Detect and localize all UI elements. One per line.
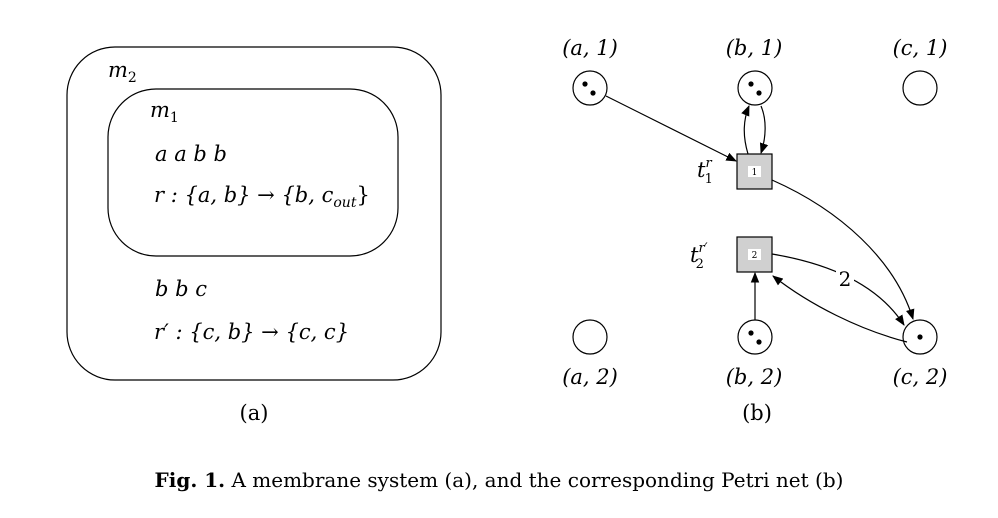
place-a2 — [572, 319, 608, 355]
inner-objects: a a b b — [155, 142, 227, 166]
token — [748, 81, 754, 87]
svg-text:1: 1 — [752, 168, 758, 178]
caption-label: Fig. 1. — [154, 468, 226, 492]
place-b1 — [737, 70, 773, 106]
panel-a-label: (a) — [240, 401, 269, 425]
inner-rule: r : {a, b} → {b, cout} — [154, 183, 370, 211]
arc-weight: 2 — [839, 267, 852, 291]
place-c2 — [902, 319, 938, 355]
arc-t1-c2 — [771, 179, 915, 321]
place-b2 — [737, 319, 773, 355]
token — [748, 330, 754, 336]
outer-membrane-label: m2 — [108, 58, 137, 86]
outer-objects: b b c — [155, 277, 207, 301]
figure-caption: Fig. 1. A membrane system (a), and the c… — [0, 468, 998, 492]
svg-text:2: 2 — [752, 251, 758, 261]
place-label-b2: (b, 2) — [726, 365, 783, 389]
place-c1 — [902, 70, 938, 106]
arc-a1-t1 — [605, 95, 737, 162]
petri-net: (a, 1) (b, 1) (c, 1) (a, 2) (b, 2) (c, 2… — [562, 36, 947, 425]
token — [590, 90, 596, 96]
place-label-a2: (a, 2) — [562, 365, 618, 389]
transition-t2: 2 — [736, 236, 773, 273]
outer-membrane — [66, 46, 442, 381]
place-label-c1: (c, 1) — [893, 36, 948, 60]
token — [756, 339, 762, 345]
place-label-a1: (a, 1) — [562, 36, 618, 60]
caption-text: A membrane system (a), and the correspon… — [225, 468, 844, 492]
membrane-system: m2 m1 a a b b r : {a, b} → {b, cout} b b… — [66, 46, 442, 425]
token — [756, 90, 762, 96]
inner-membrane — [107, 88, 399, 257]
arc-c2-t2 — [772, 275, 908, 343]
token — [582, 81, 588, 87]
place-a1 — [572, 70, 608, 106]
outer-rule: r′ : {c, b} → {c, c} — [154, 320, 349, 344]
transition-t2-label: tr′2 — [690, 241, 708, 272]
place-label-b1: (b, 1) — [726, 36, 783, 60]
arc-b1-t1 — [759, 105, 769, 155]
token — [917, 334, 923, 340]
transition-t1: 1 — [736, 153, 773, 190]
inner-membrane-label: m1 — [150, 98, 179, 126]
arc-t1-b1 — [741, 105, 750, 155]
panel-b-label: (b) — [742, 401, 772, 425]
place-label-c2: (c, 2) — [893, 365, 948, 389]
